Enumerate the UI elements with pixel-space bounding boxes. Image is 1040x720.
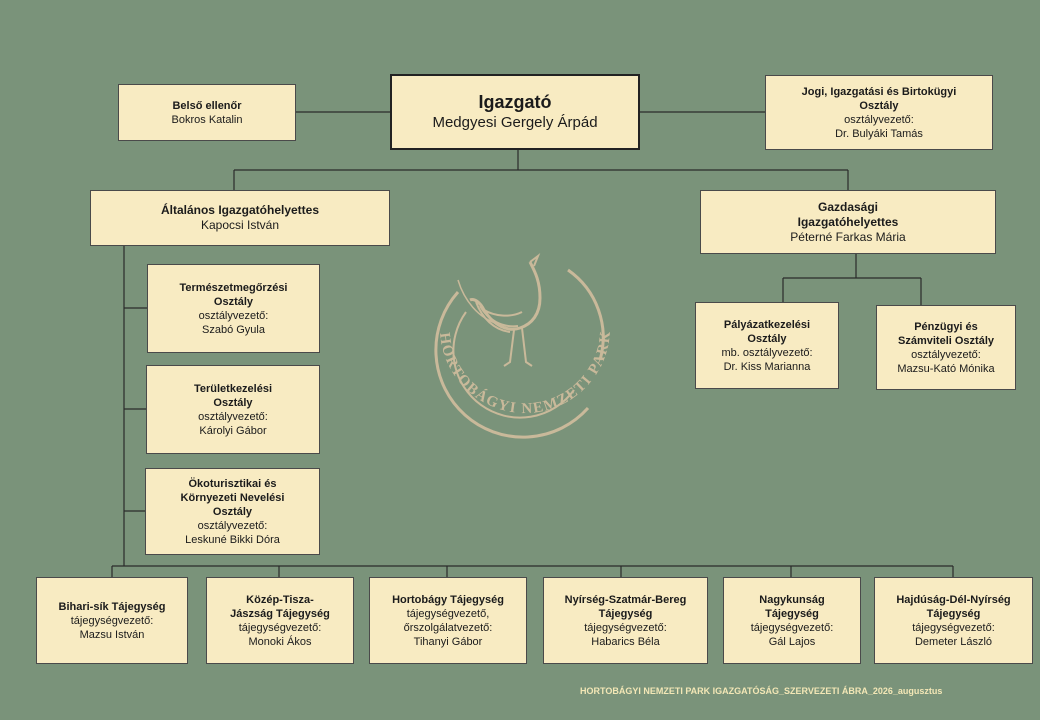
ecotourism-head: Leskuné Bikki Dóra	[185, 533, 280, 546]
legal-department-title-2: Osztály	[859, 99, 899, 112]
region-title-1: Nyírség-Szatmár-Bereg	[564, 593, 687, 606]
finance-head: Mazsu-Kató Mónika	[897, 362, 995, 375]
region-head: Tihanyi Gábor	[413, 635, 483, 648]
tender-management-head: Dr. Kiss Marianna	[723, 360, 811, 373]
region-box: Nagykunság Tájegység tájegységvezető: Gá…	[723, 577, 861, 664]
land-management-box: Területkezelési Osztály osztályvezető: K…	[146, 365, 320, 454]
general-deputy-box: Általános Igazgatóhelyettes Kapocsi Istv…	[90, 190, 390, 246]
region-title-1: Hajdúság-Dél-Nyírség	[896, 593, 1011, 606]
finance-role: osztályvezető:	[911, 348, 981, 361]
ecotourism-role: osztályvezető:	[197, 519, 268, 532]
ecotourism-box: Ökoturisztikai és Környezeti Nevelési Os…	[145, 468, 320, 555]
region-role-1: tájegységvezető:	[584, 621, 667, 634]
tender-management-role: mb. osztályvezető:	[721, 346, 813, 359]
economic-deputy-title-1: Gazdasági	[817, 199, 879, 214]
ecotourism-title-3: Osztály	[212, 505, 253, 518]
economic-deputy-title-2: Igazgatóhelyettes	[797, 214, 899, 229]
ecotourism-title-1: Ökoturisztikai és	[188, 477, 277, 490]
legal-department-box: Jogi, Igazgatási és Birtokügyi Osztály o…	[765, 75, 993, 150]
region-title-1: Bihari-sík Tájegység	[58, 600, 166, 613]
region-head: Mazsu István	[79, 628, 145, 641]
land-management-role: osztályvezető:	[198, 410, 268, 423]
tender-management-box: Pályázatkezelési Osztály mb. osztályveze…	[695, 302, 839, 389]
footer-caption: HORTOBÁGYI NEMZETI PARK IGAZGATÓSÁG_SZER…	[580, 686, 943, 696]
region-head: Demeter László	[914, 635, 993, 648]
national-park-logo: HORTOBÁGYI NEMZETI PARK	[418, 240, 628, 450]
land-management-head: Károlyi Gábor	[199, 424, 267, 437]
director-title: Igazgató	[478, 92, 552, 112]
economic-deputy-box: Gazdasági Igazgatóhelyettes Péterné Fark…	[700, 190, 996, 254]
economic-deputy-name: Péterné Farkas Mária	[790, 229, 906, 244]
land-management-title-2: Osztály	[213, 396, 253, 409]
director-box: Igazgató Medgyesi Gergely Árpád	[390, 74, 640, 150]
region-title-2: Tájegység	[598, 607, 653, 620]
internal-auditor-box: Belső ellenőr Bokros Katalin	[118, 84, 296, 141]
general-deputy-title: Általános Igazgatóhelyettes	[160, 203, 320, 217]
director-name: Medgyesi Gergely Árpád	[432, 114, 598, 131]
region-role-1: tájegységvezető:	[70, 614, 154, 627]
general-deputy-name: Kapocsi István	[200, 218, 280, 232]
region-title-1: Hortobágy Tájegység	[392, 593, 504, 606]
legal-department-head: Dr. Bulyáki Tamás	[835, 127, 923, 140]
legal-department-title-1: Jogi, Igazgatási és Birtokügyi	[801, 85, 957, 98]
internal-auditor-name: Bokros Katalin	[171, 113, 243, 126]
nature-conservation-head: Szabó Gyula	[202, 323, 265, 336]
finance-title-1: Pénzügyi és	[914, 320, 978, 333]
region-box: Közép-Tisza- Jászság Tájegység tájegység…	[206, 577, 354, 664]
nature-conservation-box: Természetmegőrzési Osztály osztályvezető…	[147, 264, 320, 353]
ecotourism-title-2: Környezeti Nevelési	[180, 491, 285, 504]
region-role-1: tájegységvezető:	[750, 621, 834, 634]
land-management-title-1: Területkezelési	[193, 382, 273, 395]
region-title-1: Nagykunság	[759, 593, 825, 606]
region-box: Bihari-sík Tájegység tájegységvezető: Ma…	[36, 577, 188, 664]
tender-management-title-2: Osztály	[747, 332, 787, 345]
region-role-2: őrszolgálatvezető:	[403, 621, 493, 634]
nature-conservation-role: osztályvezető:	[198, 309, 269, 322]
region-title-2: Tájegység	[926, 607, 981, 620]
logo-text: HORTOBÁGYI NEMZETI PARK	[436, 329, 614, 417]
finance-title-2: Számviteli Osztály	[898, 334, 994, 347]
region-role-1: tájegységvezető:	[912, 621, 995, 634]
nature-conservation-title-1: Természetmegőrzési	[179, 281, 288, 294]
region-title-1: Közép-Tisza-	[246, 593, 314, 606]
tender-management-title-1: Pályázatkezelési	[723, 318, 811, 331]
nature-conservation-title-2: Osztály	[213, 295, 254, 308]
region-role-1: tájegységvezető,	[406, 607, 490, 620]
region-head: Monoki Ákos	[248, 635, 312, 648]
internal-auditor-title: Belső ellenőr	[172, 99, 242, 112]
region-box: Hortobágy Tájegység tájegységvezető, őrs…	[369, 577, 527, 664]
region-box: Hajdúság-Dél-Nyírség Tájegység tájegység…	[874, 577, 1033, 664]
region-box: Nyírség-Szatmár-Bereg Tájegység tájegysé…	[543, 577, 708, 664]
legal-department-role: osztályvezető:	[844, 113, 914, 126]
region-role-1: tájegységvezető:	[238, 621, 322, 634]
region-title-2: Jászság Tájegység	[230, 607, 330, 620]
finance-box: Pénzügyi és Számviteli Osztály osztályve…	[876, 305, 1016, 390]
region-head: Gál Lajos	[768, 635, 816, 648]
region-head: Habarics Béla	[591, 635, 660, 648]
region-title-2: Tájegység	[765, 607, 819, 620]
